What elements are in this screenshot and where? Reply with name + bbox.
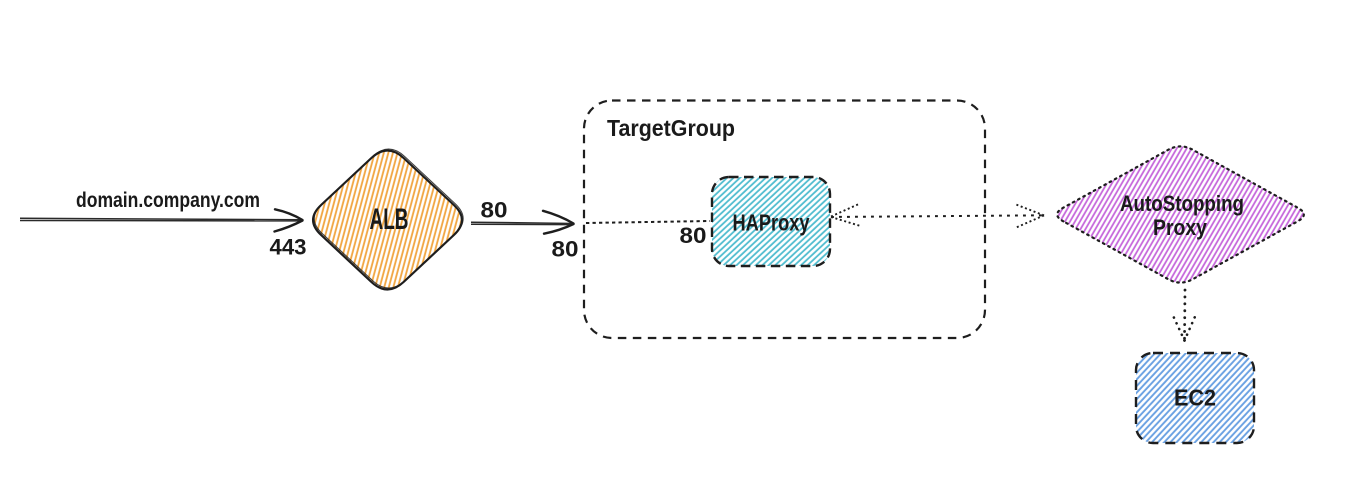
svg-text:443: 443 [270, 235, 307, 260]
svg-text:80: 80 [680, 223, 707, 248]
svg-text:TargetGroup: TargetGroup [607, 115, 735, 141]
svg-text:80: 80 [552, 237, 579, 262]
svg-text:Proxy: Proxy [1153, 215, 1208, 240]
svg-text:HAProxy: HAProxy [733, 210, 810, 236]
svg-text:ALB: ALB [370, 203, 409, 236]
svg-text:80: 80 [481, 198, 508, 223]
svg-text:EC2: EC2 [1174, 385, 1216, 411]
svg-text:AutoStopping: AutoStopping [1120, 191, 1244, 216]
svg-text:domain.company.com: domain.company.com [76, 189, 260, 212]
